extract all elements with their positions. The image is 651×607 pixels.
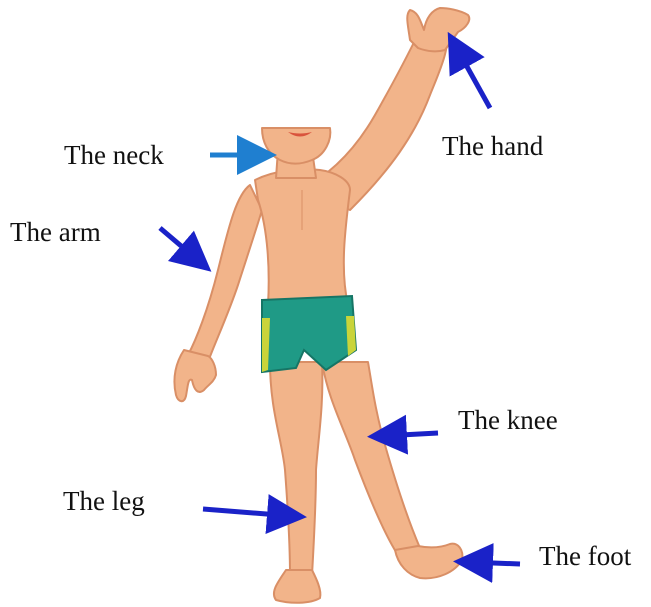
label-foot: The foot	[539, 543, 631, 570]
raised-hand	[407, 8, 469, 51]
label-knee: The knee	[458, 407, 558, 434]
leg-arrow	[203, 509, 292, 516]
right-leg	[322, 362, 420, 555]
hanging-hand	[174, 350, 216, 401]
shorts	[262, 296, 356, 372]
arm-arrow	[160, 228, 200, 262]
left-leg	[270, 362, 322, 575]
hanging-arm	[188, 185, 262, 362]
knee-arrow	[382, 433, 438, 436]
label-leg: The leg	[63, 488, 145, 515]
foot-arrow	[468, 562, 520, 564]
left-foot	[274, 570, 320, 603]
right-foot	[395, 544, 462, 579]
label-neck: The neck	[64, 142, 164, 169]
torso	[255, 169, 350, 305]
label-hand: The hand	[442, 133, 543, 160]
label-arm: The arm	[10, 219, 101, 246]
hand-arrow	[455, 45, 490, 108]
